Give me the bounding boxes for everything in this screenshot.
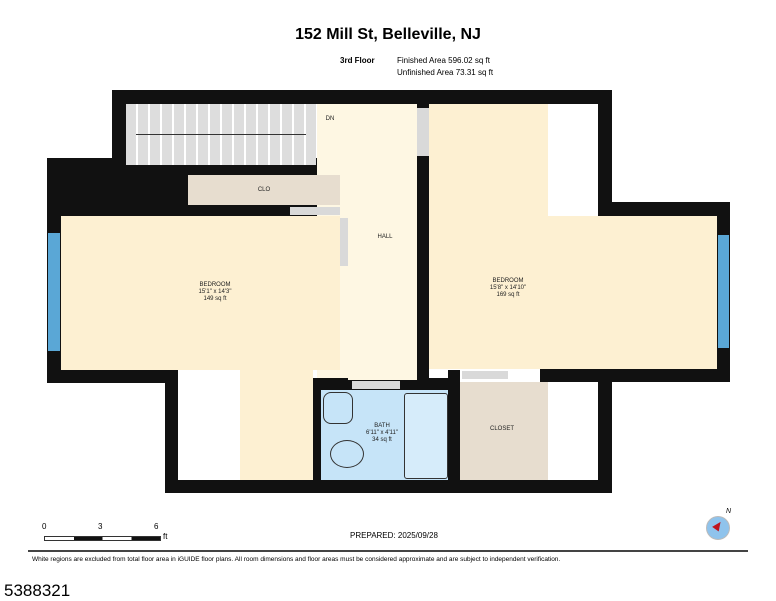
bedroom-right-area: 169 sq ft [496, 292, 520, 298]
stairs-label: DN [325, 116, 335, 122]
stairs [126, 104, 316, 165]
bathtub [404, 393, 448, 479]
bedroom-right-name: BEDROOM [492, 278, 524, 284]
stairs-arrow [136, 134, 306, 135]
door-bedroom-right [417, 108, 429, 156]
hall-label: HALL [377, 234, 393, 240]
scale-tick-0: 0 [42, 522, 47, 531]
bedroom-left-area: 149 sq ft [203, 296, 227, 302]
toilet [330, 440, 364, 468]
floor-label: 3rd Floor [340, 56, 375, 65]
door-clo [290, 207, 340, 215]
bedroom-left-name: BEDROOM [199, 282, 231, 288]
bath-name: BATH [374, 423, 390, 429]
bath-dims: 6'11" x 4'11" [365, 430, 399, 436]
room-closet [460, 382, 548, 480]
divider [28, 550, 748, 552]
scale-tick-6: 6 [154, 522, 159, 531]
prepared-date: PREPARED: 2025/09/28 [350, 531, 438, 540]
finished-area: Finished Area 596.02 sq ft [397, 56, 490, 65]
disclaimer: White regions are excluded from total fl… [32, 556, 561, 563]
bath-area: 34 sq ft [372, 437, 392, 443]
door-closet [462, 371, 508, 379]
door-bath [352, 381, 400, 389]
unfinished-area: Unfinished Area 73.31 sq ft [397, 68, 494, 77]
closet-label: CLOSET [489, 426, 515, 432]
listing-id: 5388321 [4, 581, 71, 600]
sink [323, 392, 353, 424]
bedroom-right-dims: 15'8" x 14'10" [489, 285, 527, 291]
room-clo [188, 175, 340, 205]
room-bedroom-left [61, 216, 340, 370]
bedroom-left-dims: 15'1" x 14'3" [198, 289, 232, 295]
page-title: 152 Mill St, Belleville, NJ [295, 26, 481, 43]
window-left [48, 233, 60, 351]
door-bedroom-left [340, 218, 348, 266]
scale-unit: ft [163, 532, 168, 541]
scale-tick-3: 3 [98, 522, 103, 531]
window-right [718, 235, 729, 348]
clo-label: CLO [257, 187, 271, 193]
compass-icon [706, 516, 730, 540]
compass-north-label: N [726, 508, 732, 515]
